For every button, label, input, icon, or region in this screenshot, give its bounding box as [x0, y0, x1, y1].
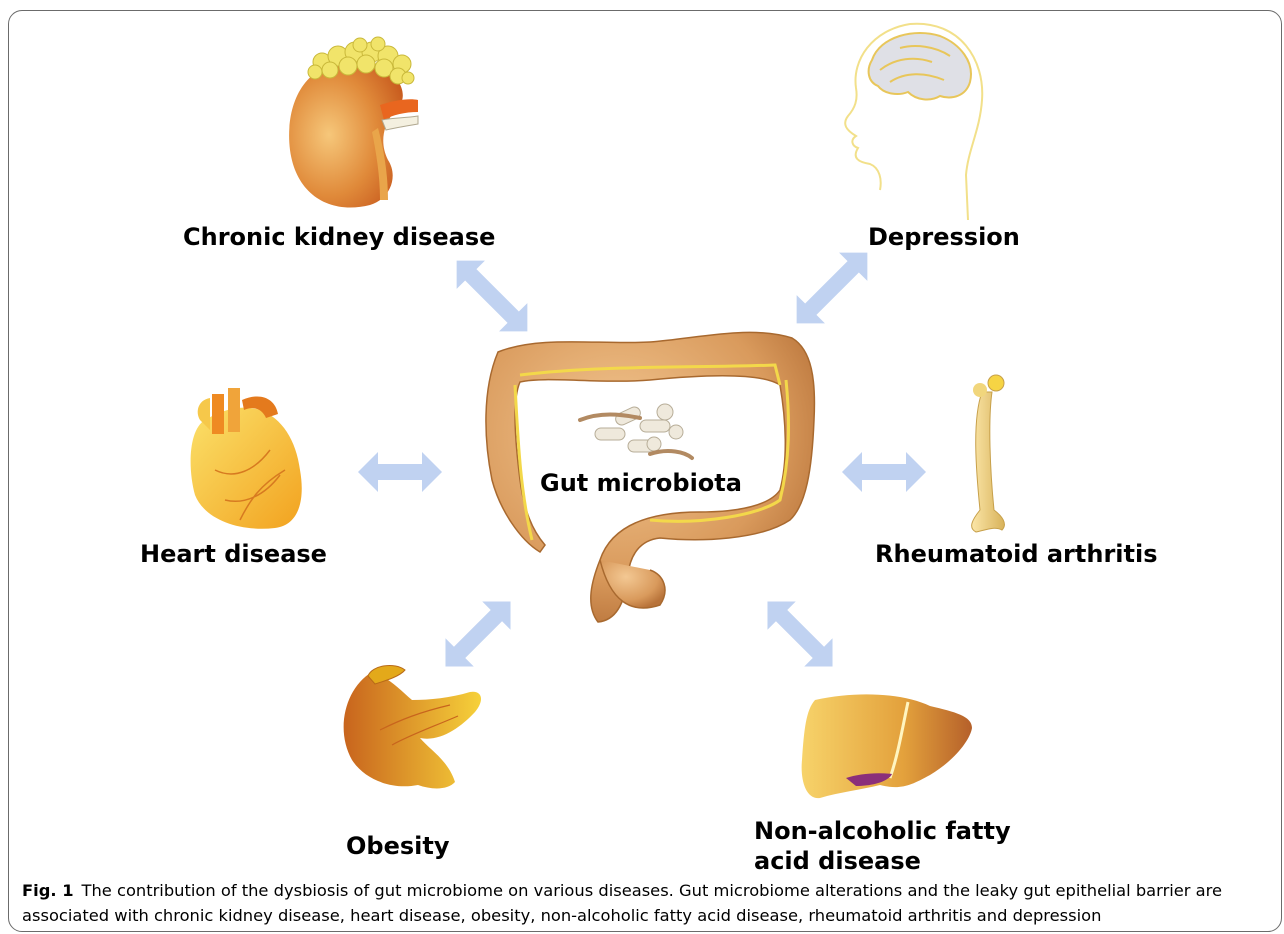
head-brain-illustration [845, 24, 982, 220]
label-chronic-kidney-disease: Chronic kidney disease [183, 222, 495, 252]
arrow-liver [753, 587, 846, 680]
heart-illustration [191, 388, 302, 529]
arrow-depression [783, 239, 882, 338]
label-non-alcoholic-line1: Non-alcoholic fatty [754, 816, 1011, 846]
label-depression: Depression [868, 222, 1020, 252]
label-obesity: Obesity [346, 831, 450, 861]
bone-illustration [972, 375, 1005, 532]
arrow-arthritis [842, 452, 926, 492]
arrow-obesity [431, 587, 524, 680]
label-rheumatoid-arthritis: Rheumatoid arthritis [875, 539, 1158, 569]
kidney-illustration [289, 37, 418, 208]
caption-text: The contribution of the dysbiosis of gut… [22, 881, 1222, 925]
arrow-group [358, 239, 926, 681]
figure-caption: Fig. 1The contribution of the dysbiosis … [22, 878, 1272, 928]
label-gut-microbiota: Gut microbiota [540, 468, 742, 498]
liver-illustration [802, 694, 972, 798]
label-heart-disease: Heart disease [140, 539, 327, 569]
arrow-heart [358, 452, 442, 492]
pancreas-illustration [344, 665, 481, 788]
caption-fig-label: Fig. 1 [22, 881, 74, 900]
arrow-kidney [443, 247, 542, 346]
label-non-alcoholic-line2: acid disease [754, 846, 921, 876]
